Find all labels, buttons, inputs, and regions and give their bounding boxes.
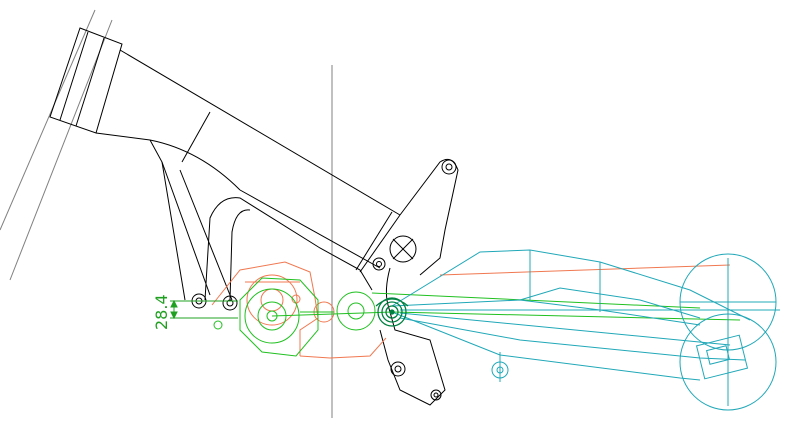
engine-outline bbox=[211, 261, 731, 359]
main-frame bbox=[49, 27, 459, 406]
crossed-circle-marker bbox=[389, 235, 417, 263]
rear-axle-block bbox=[695, 334, 749, 380]
dimension-value: 28.4 bbox=[152, 294, 171, 330]
top-bracket-bolt bbox=[441, 159, 457, 175]
lower-bracket-bolt bbox=[390, 361, 406, 377]
swingarm-cyan-lines bbox=[391, 249, 780, 411]
mid-bracket-bolt bbox=[372, 257, 386, 271]
dimension-annotation bbox=[170, 299, 238, 320]
swingarm-green-lines bbox=[213, 277, 741, 357]
front-fork-lines bbox=[0, 9, 113, 281]
rear-bracket-bolt bbox=[430, 389, 442, 401]
frame-bolts bbox=[191, 159, 457, 401]
swingarm-upper-arm bbox=[391, 249, 751, 321]
engine-mount-right bbox=[222, 295, 238, 311]
swingarm-pivot bbox=[375, 297, 409, 327]
